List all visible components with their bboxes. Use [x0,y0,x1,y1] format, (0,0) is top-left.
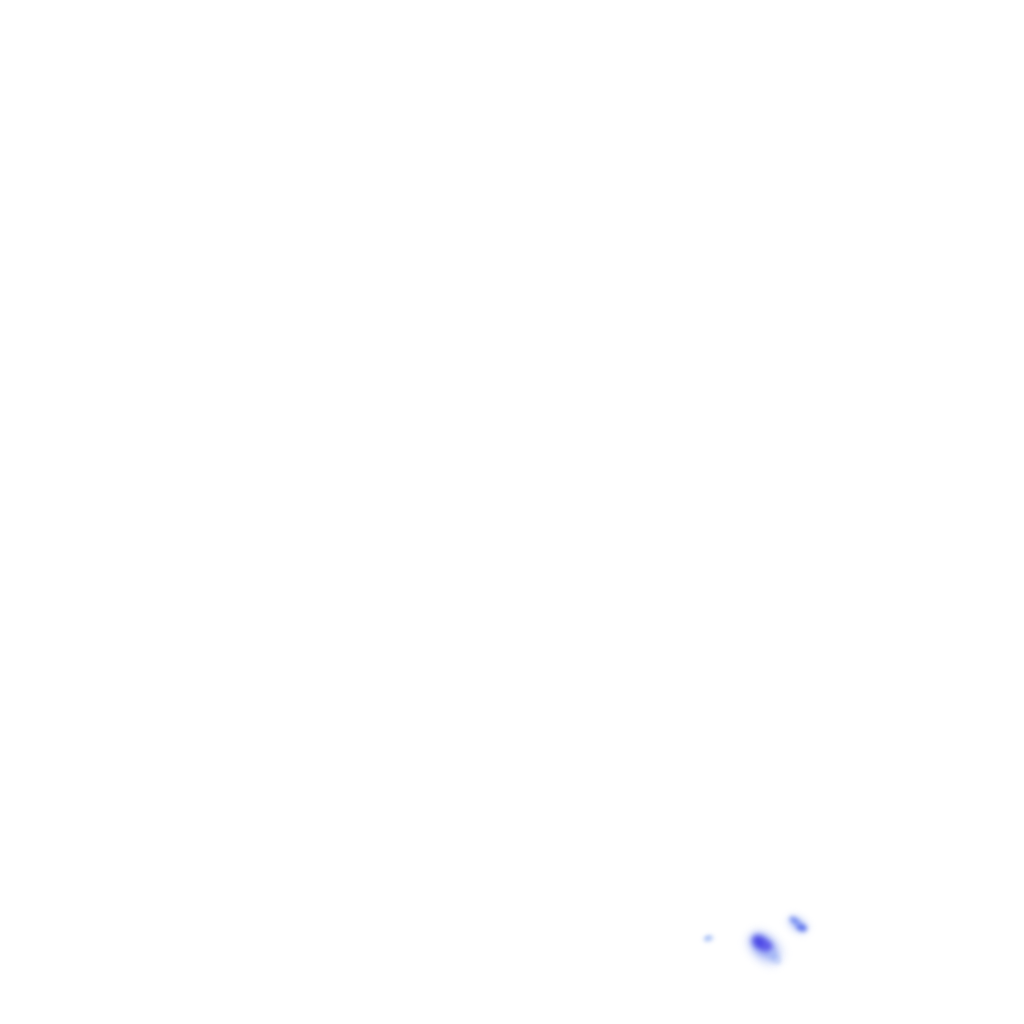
precipitation-blob-main-blob-mid [747,930,779,960]
precipitation-blob-streak-core-a [788,915,802,927]
precipitation-blob-streak-core-b [794,921,808,933]
precipitation-blob-main-blob-core-2 [760,939,774,953]
precipitation-blob-main-blob-halo [742,926,788,970]
precipitation-blob-main-blob-core [750,932,770,952]
precipitation-blob-main-blob-wisp [775,957,781,965]
precipitation-blob-streak-halo [785,912,811,936]
precipitation-blob-main-blob-tail [767,949,781,963]
precipitation-blob-faint-dot-core [704,935,712,941]
precipitation-blob-faint-dot-halo [701,933,715,943]
